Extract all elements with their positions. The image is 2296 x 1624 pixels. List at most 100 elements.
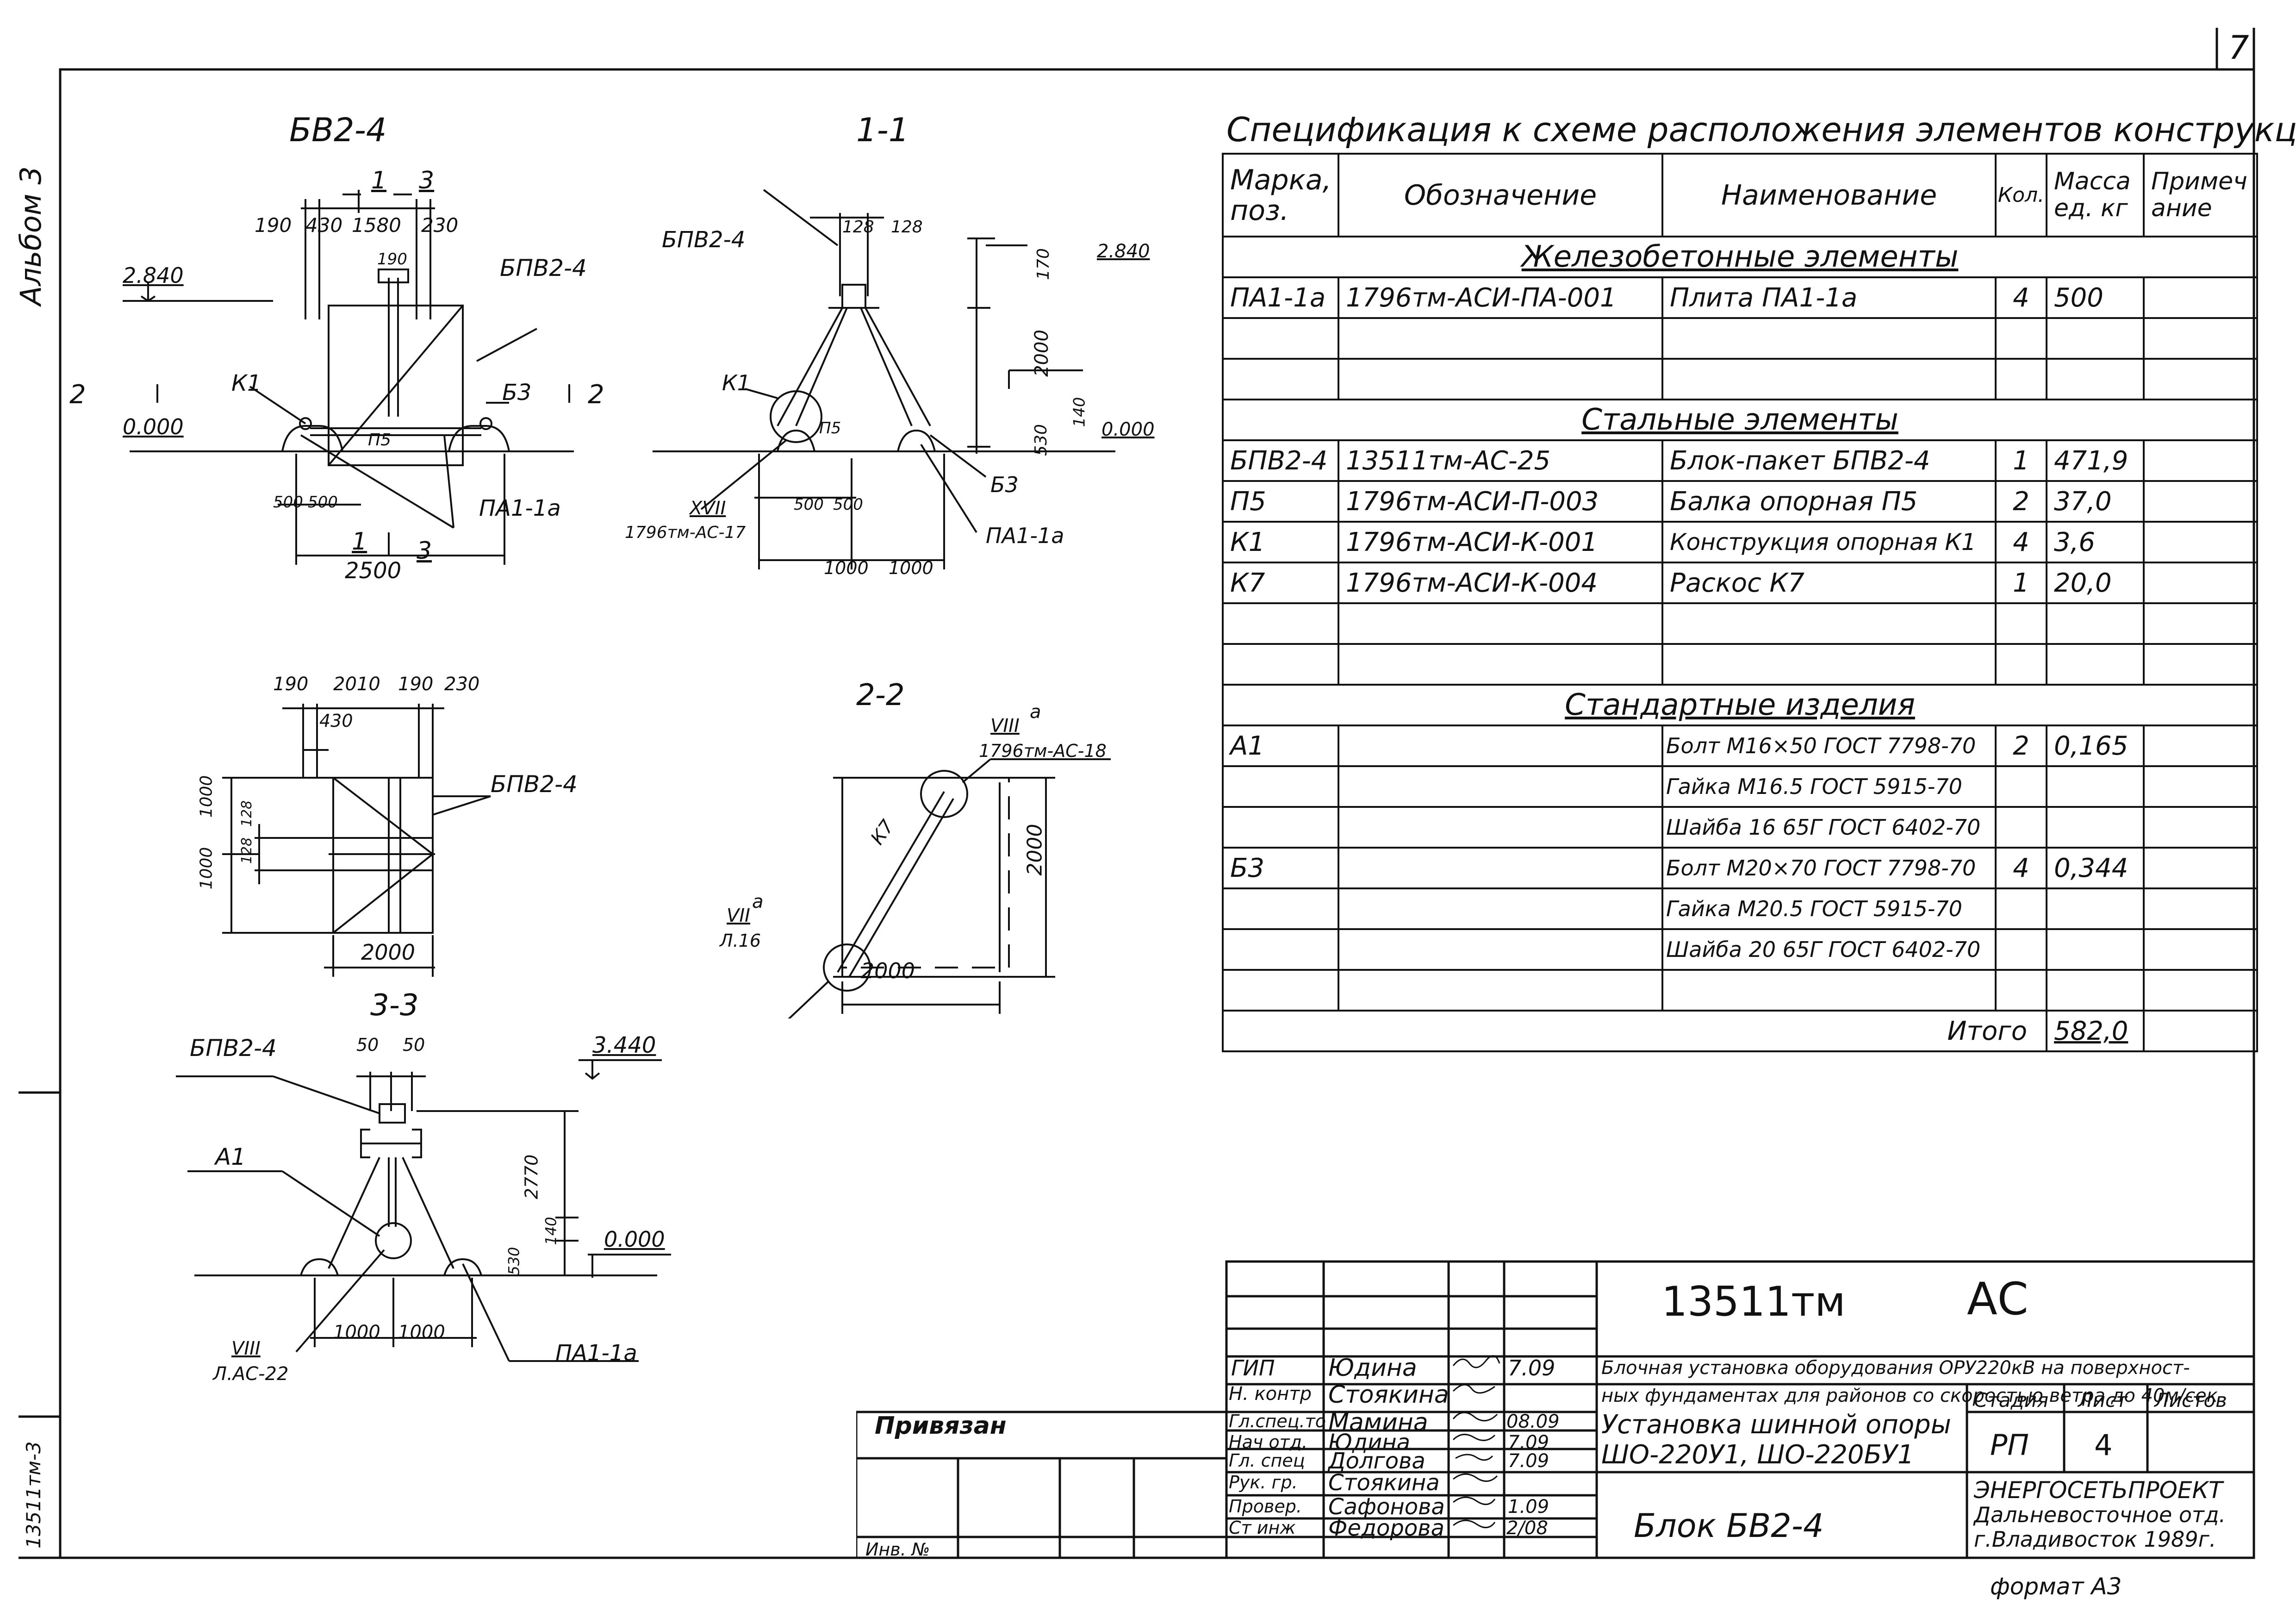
bv2-4-title: БВ2-4: [289, 111, 387, 149]
section-1-1-label-p5: П5: [819, 419, 841, 437]
section-2-2-dim-h: 2000: [861, 958, 915, 983]
person-date: 7.09: [1508, 1355, 1556, 1380]
spec-cell-mass: 3,6: [2046, 521, 2145, 563]
spec-cell-name: Гайка М16.5 ГОСТ 5915-70: [1661, 765, 1997, 808]
spec-cell-note: [2143, 276, 2258, 319]
person-name: Стоякина: [1328, 1381, 1449, 1409]
bv2-4-cut-3: 3: [419, 167, 435, 194]
spec-cell-code: 1796тм-АСИ-К-004: [1338, 562, 1663, 604]
person-role: ГИП: [1231, 1355, 1275, 1380]
title-project-line1: Блочная установка оборудования ОРУ220кВ …: [1601, 1357, 2190, 1379]
section-2-2-title: 2-2: [856, 678, 905, 712]
section-2-2-node-top: VIII: [990, 715, 1020, 737]
spec-cell-qty: 1: [1995, 439, 2047, 482]
title-org-line3: г.Владивосток 1989г.: [1974, 1527, 2216, 1552]
spec-cell-qty: 2: [1995, 725, 2047, 767]
spec-cell-note: [2143, 562, 2258, 604]
bv2-4-dim-500b: 500: [308, 493, 338, 512]
spec-cell-mark: ПА1-1а: [1222, 276, 1339, 319]
spec-cell-mass: 500: [2046, 276, 2145, 319]
spec-cell-mass: 37,0: [2046, 480, 2145, 523]
title-sheet-label: Лист: [2078, 1389, 2128, 1412]
title-org-line2: Дальневосточное отд.: [1974, 1502, 2226, 1527]
spec-cell-qty: 2: [1995, 480, 2047, 523]
spec-cell-name: Плита ПА1-1а: [1661, 276, 1997, 319]
section-3-3-dim-140: 140: [542, 1217, 560, 1245]
bv2-4-dim-1580: 1580: [352, 214, 401, 237]
section-1-1-dim-170: 170: [1033, 248, 1053, 280]
plan-dim-430: 430: [319, 711, 353, 731]
section-1-1-label-bpv: БПВ2-4: [662, 227, 746, 253]
spec-cell-mass: 471,9: [2046, 439, 2145, 482]
table-row: К1 1796тм-АСИ-К-001 Конструкция опорная …: [1222, 521, 2258, 563]
person-name: Мамина: [1328, 1409, 1428, 1437]
plan-dim-190a: 190: [273, 674, 309, 695]
spec-total-label: Итого: [1222, 1010, 2047, 1052]
plan-dim-left-1000b: 1000: [197, 847, 216, 890]
plan-dim-2000: 2000: [361, 940, 416, 965]
spec-section-row: Стандартные изделия: [1222, 684, 2258, 726]
section-1-1-dim-1000a: 1000: [824, 558, 869, 578]
section-3-3-title: 3-3: [370, 988, 419, 1023]
table-row: Гайка М16.5 ГОСТ 5915-70: [1222, 765, 2258, 808]
spec-cell-code: 1796тм-АСИ-П-003: [1338, 480, 1663, 523]
title-stage-label: Стадия: [1974, 1389, 2049, 1412]
title-bound: Привязан: [875, 1412, 1007, 1440]
bv2-4-dim-230: 230: [421, 214, 459, 237]
bv2-4-label-p5: П5: [368, 431, 391, 450]
spec-cell-note: [2143, 439, 2258, 482]
spec-cell-mark: БПВ2-4: [1222, 439, 1339, 482]
bv2-4-zero: 0.000: [123, 414, 184, 439]
plan-dim-230: 230: [444, 674, 480, 695]
section-3-3: [176, 1059, 671, 1362]
person-name: Федорова: [1328, 1515, 1444, 1541]
table-row: А1 Болт М16×50 ГОСТ 7798-70 2 0,165: [1222, 725, 2258, 767]
bv2-4-label-pa: ПА1-1а: [479, 495, 561, 521]
plan-dim-190b: 190: [398, 674, 434, 695]
section-1-1-dim-128b: 128: [891, 218, 923, 237]
bv2-4-cut-2b: 2: [588, 380, 604, 410]
table-row: П5 1796тм-АСИ-П-003 Балка опорная П5 2 3…: [1222, 480, 2258, 523]
spec-cell-name: Шайба 16 65Г ГОСТ 6402-70: [1661, 806, 1997, 849]
person-name: Долгова: [1328, 1448, 1425, 1474]
spec-cell-mark: П5: [1222, 480, 1339, 523]
bv2-4-dim-190a: 190: [255, 214, 292, 237]
table-row: Б3 Болт М20×70 ГОСТ 7798-70 4 0,344: [1222, 847, 2258, 889]
bv2-4-dim-500a: 500: [273, 493, 303, 512]
section-2-2-node-top-ref: 1796тм-АС-18: [979, 741, 1107, 761]
spec-section-steel: Стальные элементы: [1222, 399, 2258, 441]
spec-header-row: Марка, поз. Обозначение Наименование Кол…: [1222, 153, 2258, 237]
bv2-4-label-k1: К1: [231, 370, 261, 396]
bv2-4-dim-190b: 190: [377, 250, 407, 269]
section-3-3-node: VIII: [231, 1338, 261, 1359]
plan-view: [222, 704, 491, 977]
spec-cell-name: Конструкция опорная К1: [1661, 521, 1997, 563]
person-date: 7.09: [1508, 1432, 1549, 1453]
spec-cell-name: Гайка М20.5 ГОСТ 5915-70: [1661, 887, 1997, 930]
section-3-3-label-bpv: БПВ2-4: [190, 1035, 277, 1062]
spec-cell-qty: 4: [1995, 847, 2047, 889]
spec-section-standard: Стандартные изделия: [1222, 684, 2258, 726]
section-1-1-dim-500b: 500: [833, 495, 863, 514]
page-number: 7: [2228, 29, 2249, 67]
person-role: Провер.: [1229, 1496, 1302, 1517]
section-1-1: [653, 189, 1115, 569]
person-date: 2/08: [1506, 1518, 1548, 1539]
section-1-1-dim-128a: 128: [842, 218, 874, 237]
section-1-1-dim-140: 140: [1070, 397, 1089, 427]
person-name: Стоякина: [1328, 1470, 1440, 1496]
section-1-1-label-k1: К1: [722, 370, 751, 395]
plan-dim-left-128b: 128: [239, 837, 255, 864]
spec-cell-mark: К1: [1222, 521, 1339, 563]
section-1-1-zero: 0.000: [1101, 419, 1155, 440]
spec-cell-note: [2143, 480, 2258, 523]
spec-cell-mark: К7: [1222, 562, 1339, 604]
spec-cell-qty: 4: [1995, 521, 2047, 563]
spec-header-qty: Кол.: [1995, 153, 2047, 237]
person-name: Юдина: [1328, 1430, 1410, 1455]
person-date: 7.09: [1508, 1450, 1549, 1472]
margin-code: 13511тм-3: [22, 1441, 45, 1549]
spec-section-row: Железобетонные элементы: [1222, 236, 2258, 278]
spec-header-name: Наименование: [1661, 153, 1997, 237]
spec-cell-name: Блок-пакет БПВ2-4: [1661, 439, 1997, 482]
